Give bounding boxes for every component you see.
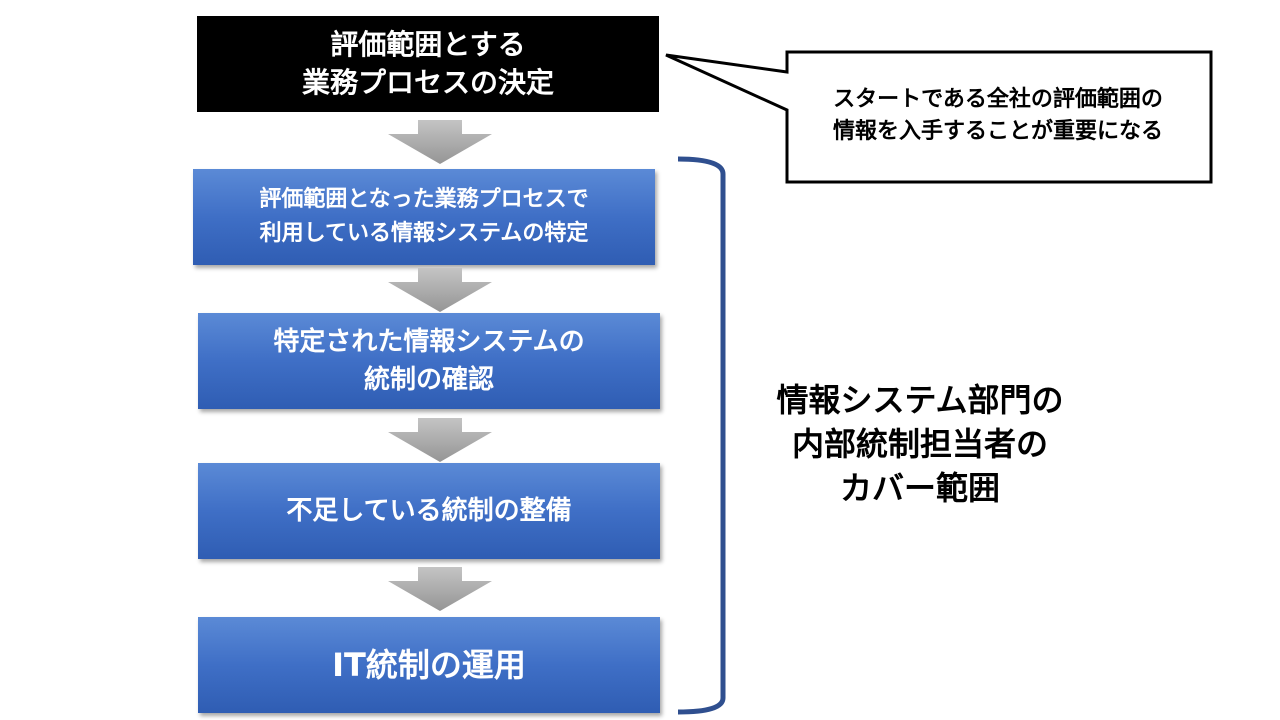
callout-text: スタートである全社の評価範囲の 情報を入手することが重要になる <box>832 87 1163 144</box>
step-2-box: 評価範囲となった業務プロセスで 利用している情報システムの特定 <box>193 169 655 265</box>
step-5-box: IT統制の運用 <box>198 617 660 713</box>
step-1-box: 評価範囲とする 業務プロセスの決定 <box>197 16 659 112</box>
down-arrow-3 <box>388 418 492 462</box>
step-3-box: 特定された情報システムの 統制の確認 <box>198 313 660 409</box>
step-2-label: 評価範囲となった業務プロセスで 利用している情報システムの特定 <box>259 187 589 246</box>
step-4-label: 不足している統制の整備 <box>286 496 572 526</box>
down-arrow-1 <box>388 120 492 164</box>
step-4-box: 不足している統制の整備 <box>198 463 660 559</box>
step-5-label: IT統制の運用 <box>332 646 526 684</box>
scope-bracket <box>677 156 726 715</box>
scope-label: 情報システム部門の 内部統制担当者の カバー範囲 <box>776 381 1064 507</box>
step-1-label: 評価範囲とする 業務プロセスの決定 <box>301 28 554 99</box>
down-arrow-4 <box>388 567 492 611</box>
down-arrow-2 <box>388 268 492 312</box>
step-3-label: 特定された情報システムの 統制の確認 <box>273 327 585 395</box>
